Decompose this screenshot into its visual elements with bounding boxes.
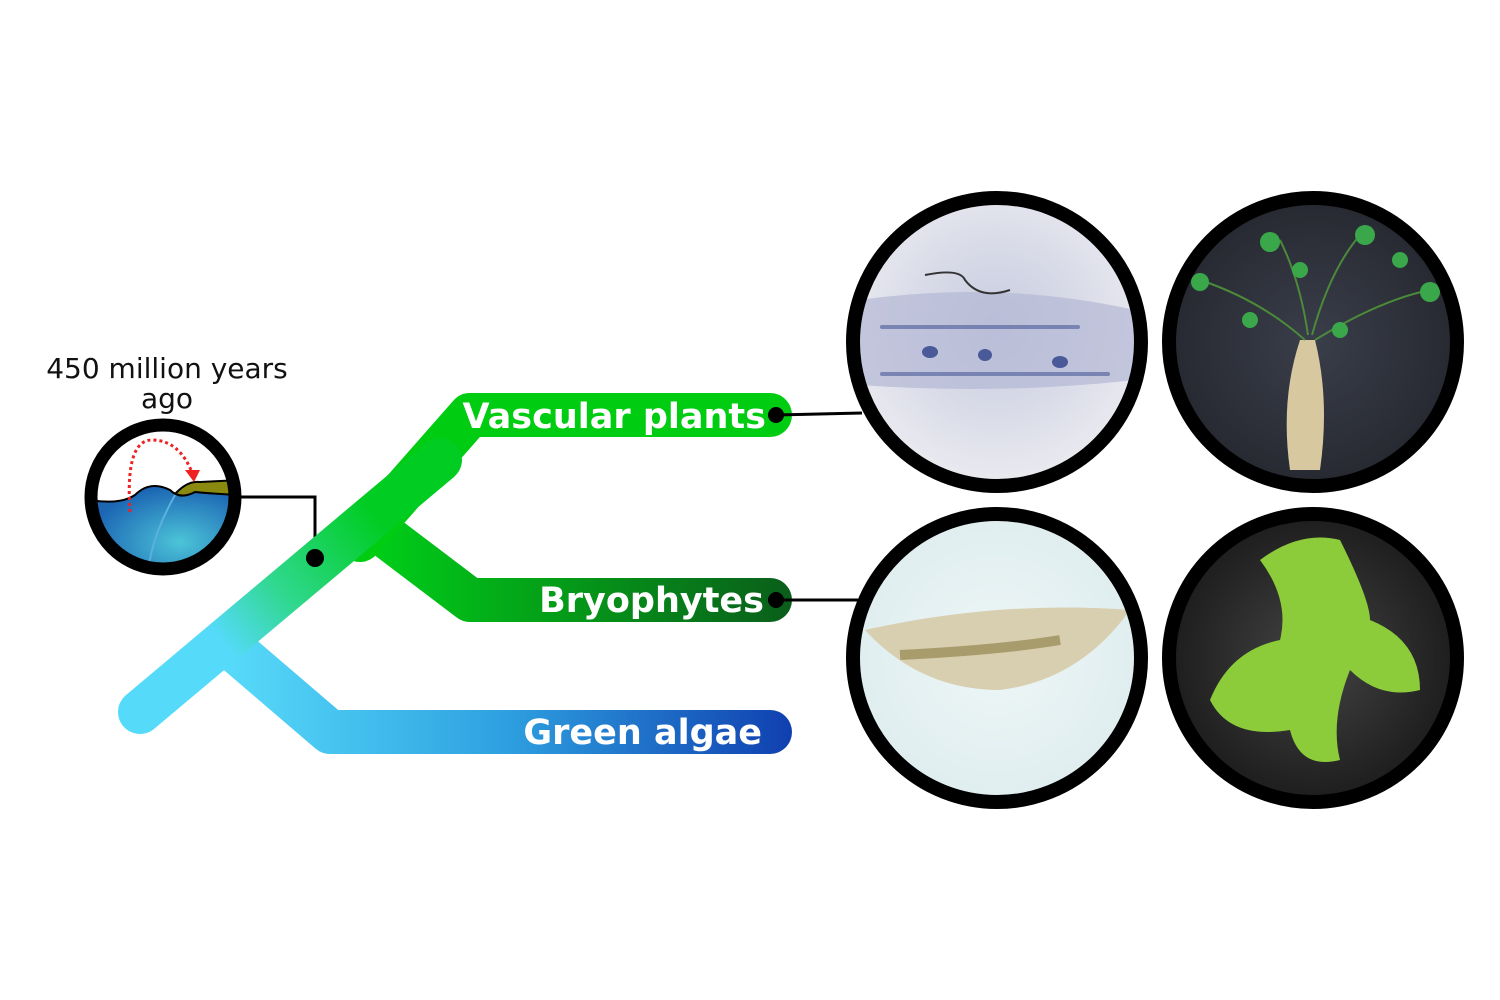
branch-bryophytes <box>353 506 792 622</box>
label-vascular-plants: Vascular plants <box>463 397 767 437</box>
branch-green-algae <box>203 620 792 754</box>
photo-bryophyte-microscopy <box>846 507 1148 809</box>
tree-trunk <box>118 438 462 734</box>
vascular-connector-line <box>775 411 863 417</box>
label-bryophytes: Bryophytes <box>539 581 764 621</box>
time-label-line2: ago <box>141 382 193 415</box>
divergence-dot <box>306 549 324 567</box>
photo-vascular-plant <box>1162 191 1464 493</box>
photo-vascular-microscopy <box>846 191 1148 493</box>
photo-bryophyte-plant <box>1162 507 1464 809</box>
label-green-algae: Green algae <box>523 713 762 753</box>
time-label-line1: 450 million years <box>46 352 288 385</box>
water-to-land-icon <box>84 418 242 576</box>
